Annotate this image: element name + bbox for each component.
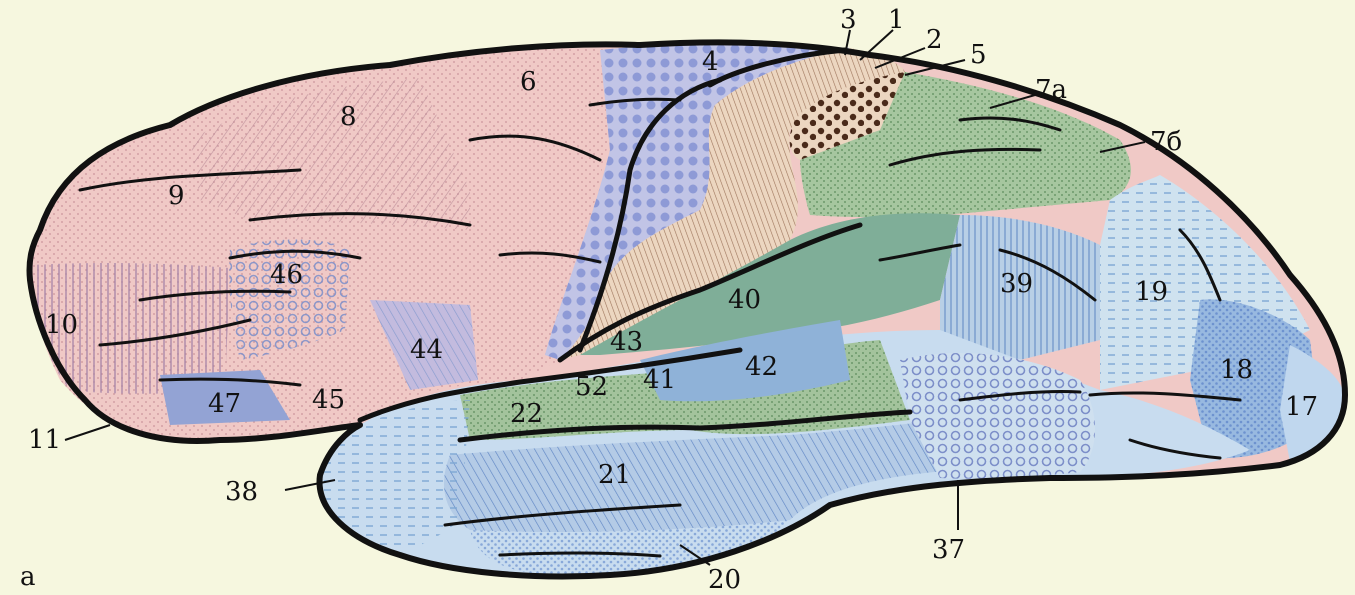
label-area-4: 4 [702, 47, 719, 77]
label-area-46: 46 [270, 260, 303, 290]
label-area-45: 45 [312, 385, 345, 415]
label-area-10: 10 [45, 310, 78, 340]
label-area-21: 21 [598, 460, 631, 490]
label-area-18: 18 [1220, 355, 1253, 385]
label-area-17: 17 [1285, 392, 1318, 422]
label-area-2: 2 [926, 25, 943, 55]
panel-letter: а [20, 562, 36, 592]
label-area-22: 22 [510, 399, 543, 429]
label-area-44: 44 [410, 335, 443, 365]
label-area-3: 3 [840, 5, 857, 35]
label-area-9: 9 [168, 181, 185, 211]
label-area-6: 6 [520, 67, 537, 97]
label-area-52: 52 [575, 372, 608, 402]
label-area-39: 39 [1000, 269, 1033, 299]
label-area-7b: 7б [1150, 127, 1182, 157]
label-area-47: 47 [208, 389, 241, 419]
label-area-20: 20 [708, 565, 741, 595]
label-area-7a: 7а [1035, 75, 1067, 105]
label-area-5: 5 [970, 40, 987, 70]
label-area-38: 38 [225, 477, 258, 507]
label-area-40: 40 [728, 285, 761, 315]
label-area-37: 37 [932, 535, 965, 565]
label-area-8: 8 [340, 102, 357, 132]
label-area-42: 42 [745, 352, 778, 382]
label-area-43: 43 [610, 327, 643, 357]
label-area-41: 41 [643, 365, 676, 395]
label-area-11: 11 [28, 425, 61, 455]
label-area-19: 19 [1135, 277, 1168, 307]
label-area-1: 1 [888, 5, 905, 35]
